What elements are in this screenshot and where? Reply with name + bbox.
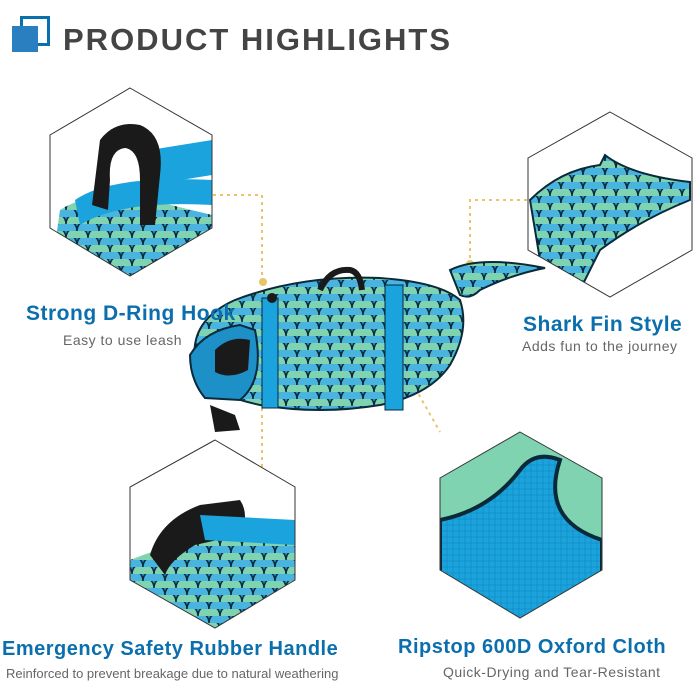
feature-title-fabric: Ripstop 600D Oxford Cloth	[398, 636, 667, 658]
logo-square-fill	[12, 26, 38, 52]
page-title: PRODUCT HIGHLIGHTS	[63, 22, 453, 57]
leader-line-fin	[469, 199, 527, 262]
d-ring-closeup-image	[49, 87, 213, 277]
feature-title-d-ring: Strong D-Ring Hook	[26, 302, 236, 325]
fabric-closeup-image	[439, 431, 603, 619]
feature-subtitle-fabric: Quick-Drying and Tear-Resistant	[443, 664, 661, 680]
fish-life-vest-image	[188, 261, 546, 432]
leader-line-d-ring	[213, 194, 263, 280]
rubber-handle-closeup-image	[129, 439, 296, 629]
leader-line-fabric	[404, 369, 441, 433]
feature-subtitle-fin: Adds fun to the journey	[522, 338, 678, 354]
vest-strap-2	[384, 284, 404, 411]
vest-strap-1	[261, 297, 279, 409]
vest-neck-opening	[215, 338, 250, 376]
marker-dot-d-ring	[259, 278, 267, 286]
fin-closeup-image	[527, 111, 693, 298]
header: PRODUCT HIGHLIGHTS	[0, 0, 700, 80]
feature-title-fin: Shark Fin Style	[523, 313, 683, 336]
vest-fin	[448, 261, 546, 298]
vest-d-ring	[267, 293, 277, 303]
vest-buckle	[210, 405, 240, 432]
feature-subtitle-d-ring: Easy to use leash	[63, 332, 183, 348]
feature-subtitle-handle: Reinforced to prevent breakage due to na…	[6, 666, 339, 681]
vest-top-handle	[317, 266, 365, 292]
feature-title-handle: Emergency Safety Rubber Handle	[2, 638, 339, 660]
